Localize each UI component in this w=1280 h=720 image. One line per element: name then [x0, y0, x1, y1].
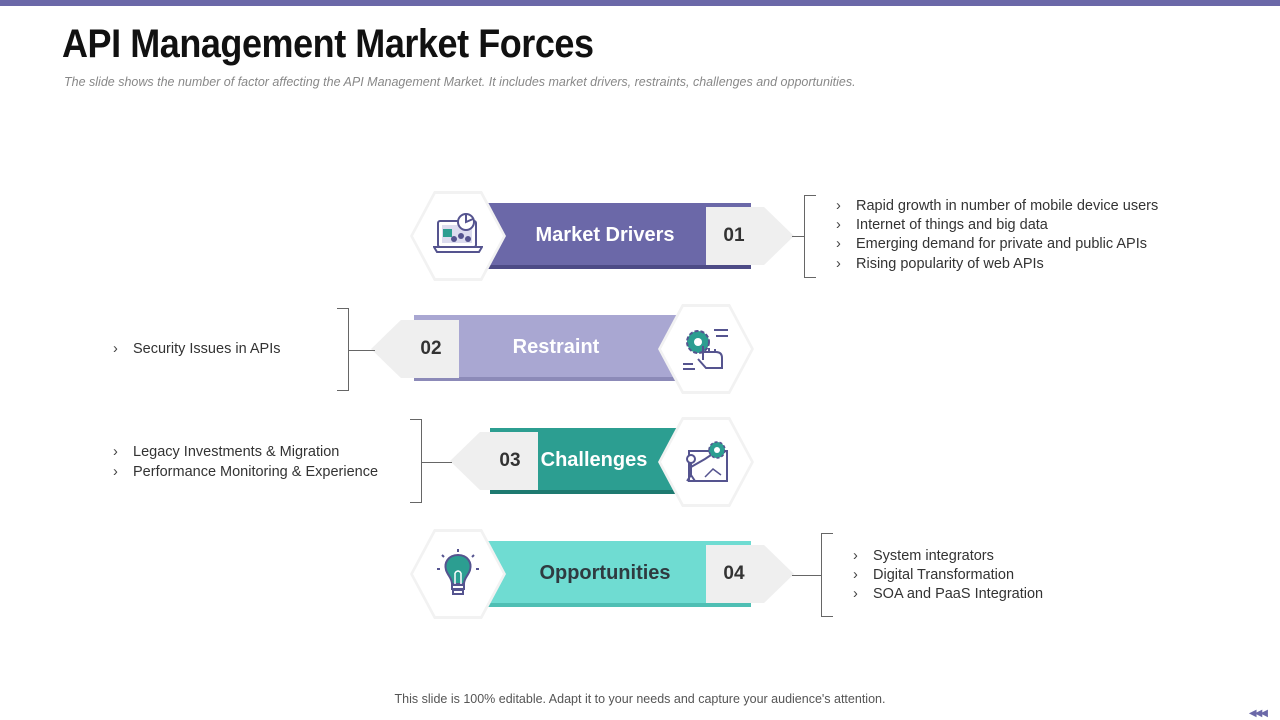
market-drivers-bracket: [804, 195, 816, 278]
number-badge-03: 03: [450, 432, 538, 490]
opportunities-label: Opportunities: [539, 562, 671, 584]
opportunities-bracket: [821, 533, 833, 617]
restraint-bracket: [337, 308, 349, 391]
person-gear-icon: [686, 441, 728, 482]
gear-hand-icon: [683, 329, 728, 370]
list-item: SOA and PaaS Integration: [853, 585, 1043, 604]
list-item: Legacy Investments & Migration: [113, 442, 378, 462]
number-badge-01: 01: [706, 207, 794, 265]
restraint-icon-hex: [658, 304, 754, 394]
lightbulb-icon: [437, 549, 479, 595]
list-item: Security Issues in APIs: [113, 340, 280, 359]
restraint-ribbon: Restraint: [414, 315, 704, 381]
list-item: System integrators: [853, 547, 1043, 566]
list-item: Rising popularity of web APIs: [836, 255, 1158, 274]
top-accent-bar: [0, 0, 1280, 6]
list-item: Internet of things and big data: [836, 216, 1158, 235]
market-drivers-list: Rapid growth in number of mobile device …: [836, 197, 1158, 274]
laptop-chart-icon: [433, 213, 483, 253]
challenges-label: Challenges: [540, 449, 648, 471]
footer-note: This slide is 100% editable. Adapt it to…: [394, 692, 886, 706]
challenges-icon-hex: [658, 417, 754, 507]
list-item: Digital Transformation: [853, 566, 1043, 585]
challenges-bracket: [410, 419, 422, 503]
challenges-list: Legacy Investments & Migration Performan…: [113, 442, 378, 482]
opportunities-list: System integrators Digital Transformatio…: [853, 547, 1043, 605]
number-badge-04: 04: [706, 545, 794, 603]
number-badge-02: 02: [371, 320, 459, 378]
restraint-list: Security Issues in APIs: [113, 340, 280, 359]
opportunities-ribbon: Opportunities: [470, 541, 751, 607]
opportunities-icon-hex: [410, 529, 506, 619]
list-item: Rapid growth in number of mobile device …: [836, 197, 1158, 216]
slide-subtitle: The slide shows the number of factor aff…: [64, 75, 856, 89]
list-item: Emerging demand for private and public A…: [836, 235, 1158, 254]
market-drivers-ribbon: Market Drivers: [470, 203, 751, 269]
slide-title: API Management Market Forces: [62, 22, 594, 66]
list-item: Performance Monitoring & Experience: [113, 462, 378, 482]
restraint-label: Restraint: [512, 336, 600, 358]
market-drivers-label: Market Drivers: [535, 224, 675, 246]
market-drivers-icon-hex: [410, 191, 506, 281]
previous-slide-arrows-icon[interactable]: ◀◀◀: [1248, 708, 1268, 719]
